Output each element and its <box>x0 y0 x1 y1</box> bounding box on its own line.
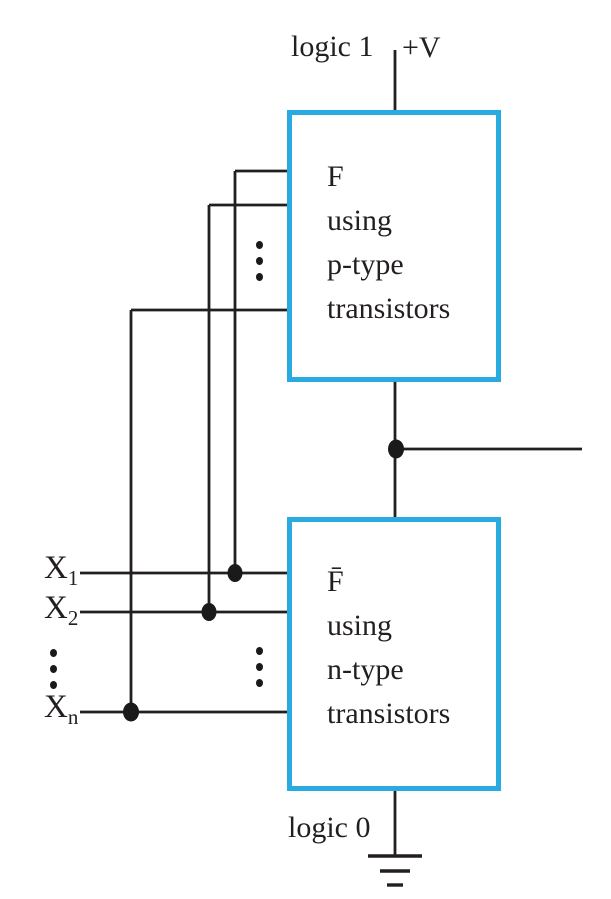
x2-junction-dot <box>201 603 217 621</box>
input-x2-base: X <box>44 590 68 626</box>
top-box-function-text: F <box>327 160 344 193</box>
inputs-ellipsis-icon <box>50 649 57 689</box>
top-branches-ellipsis-icon <box>256 241 263 281</box>
x1-junction-dot <box>227 564 243 582</box>
input-label-x1: X1 <box>44 550 78 589</box>
ground-symbol-icon <box>368 854 422 887</box>
bottom-box-using-text: using <box>327 609 393 642</box>
output-junction-dot <box>388 439 404 459</box>
input-xn-base: X <box>44 689 68 725</box>
input-label-xn: Xn <box>44 689 78 728</box>
input-label-x2: X2 <box>44 590 78 629</box>
pull-up-network-label: F using p-type transistors <box>327 155 450 331</box>
pull-down-network-box: F̄ using n-type transistors <box>287 517 501 791</box>
bottom-box-function-text: F̄ <box>327 565 344 598</box>
logic0-label: logic 0 <box>288 811 371 844</box>
bottom-branches-ellipsis-icon <box>256 647 263 687</box>
pull-down-network-label: F̄ using n-type transistors <box>327 560 450 736</box>
bottom-box-type-text: n-type <box>327 653 404 686</box>
top-box-using-text: using <box>327 204 393 237</box>
bottom-box-transistors-text: transistors <box>327 697 451 730</box>
input-x1-subscript: 1 <box>67 566 79 590</box>
input-xn-subscript: n <box>67 705 79 729</box>
pull-up-network-box: F using p-type transistors <box>287 110 501 382</box>
logic1-label: logic 1 <box>291 30 374 63</box>
input-x1-base: X <box>44 550 68 586</box>
supply-voltage-label: +V <box>402 31 441 64</box>
input-x2-subscript: 2 <box>67 606 79 630</box>
top-box-type-text: p-type <box>327 248 404 281</box>
top-box-transistors-text: transistors <box>327 292 451 325</box>
xn-junction-dot <box>123 702 139 722</box>
